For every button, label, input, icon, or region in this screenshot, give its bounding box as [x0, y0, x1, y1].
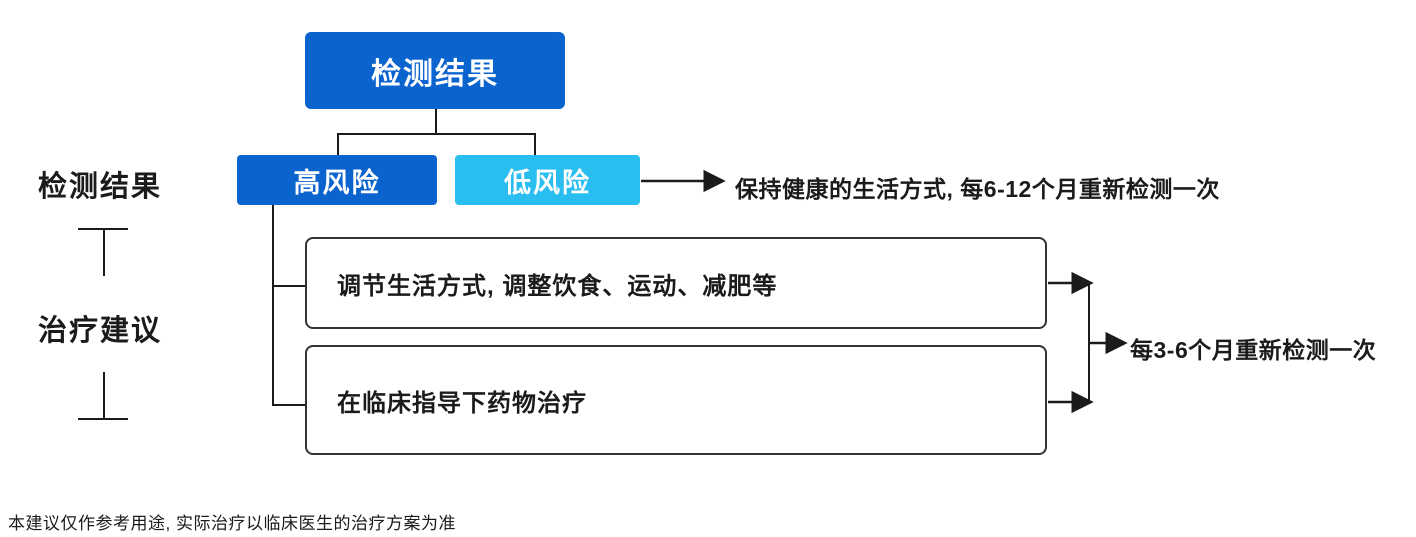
axis-tick-lower	[78, 418, 128, 420]
connector-branch-medication	[272, 404, 305, 406]
axis-bracket-upper	[103, 228, 105, 276]
node-low-risk[interactable]: 低风险	[455, 155, 640, 205]
connector-high-risk-trunk	[272, 205, 274, 405]
node-medication-therapy[interactable]: 在临床指导下药物治疗	[305, 345, 1047, 455]
axis-label-detection-result: 检测结果	[38, 171, 163, 203]
footer-disclaimer: 本建议仅作参考用途, 实际治疗以临床医生的治疗方案为准	[8, 514, 456, 533]
connector-title-bar	[337, 133, 535, 135]
low-risk-advice-text: 保持健康的生活方式, 每6-12个月重新检测一次	[735, 176, 1220, 202]
axis-label-treatment-advice: 治疗建议	[38, 315, 163, 347]
retest-interval-text: 每3-6个月重新检测一次	[1130, 337, 1377, 363]
node-lifestyle-adjustment-label: 调节生活方式, 调整饮食、运动、减肥等	[337, 272, 778, 300]
axis-tick-upper	[78, 228, 128, 230]
connector-branch-lifestyle	[272, 285, 305, 287]
connector-to-low-risk	[534, 133, 536, 156]
connector-retest-trunk	[1088, 282, 1090, 404]
node-high-risk[interactable]: 高风险	[237, 155, 437, 205]
node-medication-therapy-label: 在临床指导下药物治疗	[337, 389, 587, 417]
axis-bracket-lower	[103, 372, 105, 420]
node-lifestyle-adjustment[interactable]: 调节生活方式, 调整饮食、运动、减肥等	[305, 237, 1047, 329]
connector-to-high-risk	[337, 133, 339, 156]
node-detection-result[interactable]: 检测结果	[305, 32, 565, 109]
connector-title-stem	[435, 108, 437, 134]
